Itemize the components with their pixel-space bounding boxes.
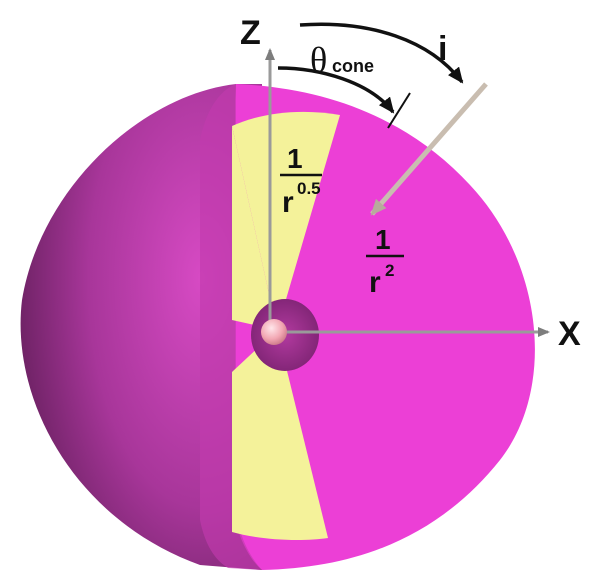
x-axis-label: X [558, 315, 581, 353]
outer-density-numerator: 1 [375, 224, 391, 255]
theta-symbol: θ [310, 40, 327, 80]
cone-edge-tick [387, 92, 411, 129]
outer-density-base: r [369, 266, 381, 299]
incident-label: i [438, 30, 447, 68]
theta-subscript: cone [332, 56, 374, 76]
cut-edge-shade [200, 84, 262, 570]
incident-arrow [370, 82, 488, 216]
core-sphere [261, 319, 287, 345]
cone-density-exponent: 0.5 [297, 179, 321, 198]
lower-cone-region [232, 330, 328, 540]
incidence-arc [299, 22, 464, 84]
z-axis-label: Z [240, 14, 261, 52]
upper-cone-inner [232, 126, 277, 330]
theta-cone-arc [277, 66, 395, 114]
cone-density-base: r [282, 186, 294, 219]
upper-cone-region [232, 111, 340, 330]
outer-density-exponent: 2 [385, 261, 394, 280]
cone-density-numerator: 1 [287, 143, 303, 174]
